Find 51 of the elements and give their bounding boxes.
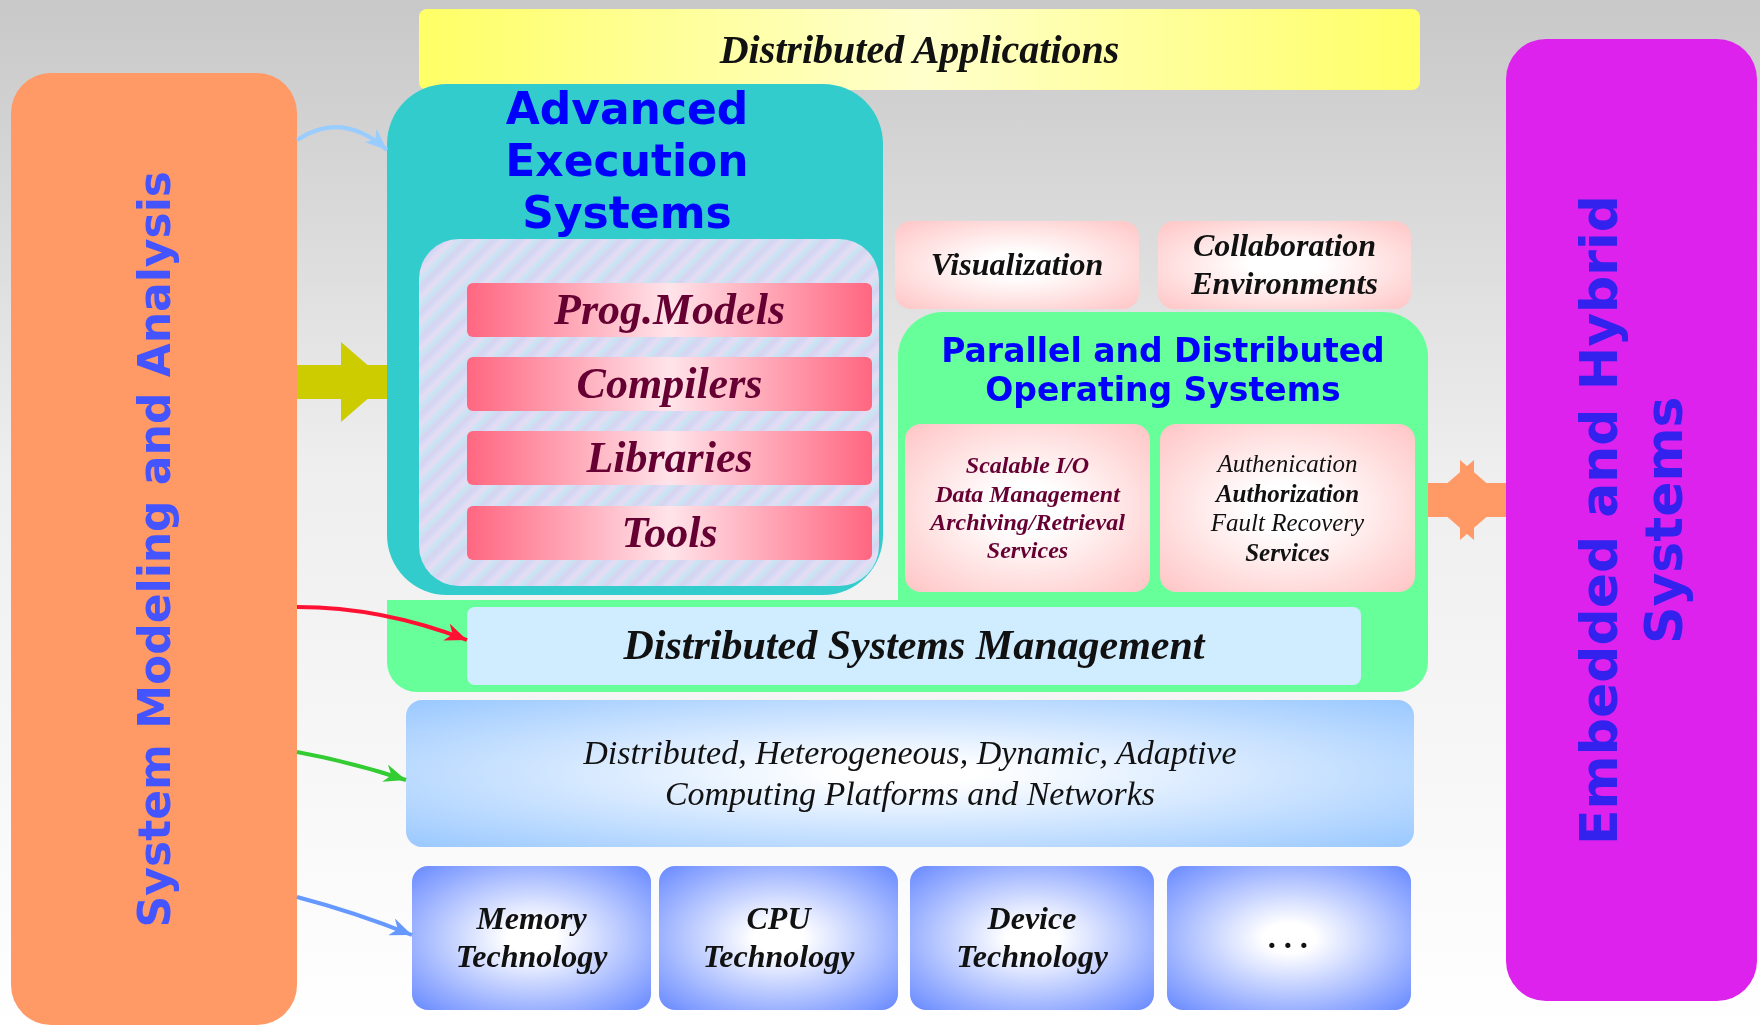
service-box xyxy=(1160,424,1415,592)
box-label: Authenication xyxy=(1217,449,1358,479)
box-label: Scalable I/O xyxy=(965,451,1090,480)
bar-label: Prog.Models xyxy=(554,284,785,336)
component-bar xyxy=(467,431,872,485)
box-label: Services xyxy=(986,536,1069,565)
service-box xyxy=(905,424,1150,592)
layer-box xyxy=(406,700,1414,847)
layer-title: Distributed Systems Management xyxy=(623,621,1205,671)
arrow xyxy=(295,125,389,152)
box-label: Device Technology xyxy=(955,900,1109,976)
bar-label: Libraries xyxy=(586,432,753,484)
layer-banner xyxy=(419,9,1420,90)
layer-box xyxy=(898,312,1428,600)
layer-bar xyxy=(467,607,1361,685)
bar-label: Tools xyxy=(621,507,718,559)
component-bar xyxy=(467,506,872,560)
box-label: Fault Recovery xyxy=(1210,508,1365,538)
box-label: Archiving/Retrieval xyxy=(930,508,1125,537)
service-box xyxy=(1158,221,1411,309)
side-banner xyxy=(11,73,297,1025)
panel-background xyxy=(419,239,879,586)
bar-label: Compilers xyxy=(576,358,763,410)
arrow xyxy=(297,342,387,422)
side-banner xyxy=(1506,39,1757,1001)
technology-box xyxy=(910,866,1154,1010)
component-bar xyxy=(467,283,872,337)
box-label: Data Management xyxy=(935,479,1120,508)
layer-box xyxy=(387,84,883,595)
arrow xyxy=(1428,460,1506,540)
layer-title: Advanced Execution Systems xyxy=(504,83,750,239)
layer-title: Distributed Applications xyxy=(719,25,1120,74)
arrow xyxy=(296,750,407,782)
box-label: Services xyxy=(1245,537,1330,567)
technology-box xyxy=(1167,866,1411,1010)
box-label: Collaboration Environments xyxy=(1190,227,1379,303)
layer-title: Parallel and Distributed Operating Systems xyxy=(940,332,1386,410)
component-bar xyxy=(467,357,872,411)
box-label: Memory Technology xyxy=(454,900,609,976)
box-label: Visualization xyxy=(930,246,1104,284)
banner-label: System Modeling and Analysis xyxy=(127,170,181,928)
banner-label: Embedded and Hybrid Systems xyxy=(1567,194,1695,847)
box-label: Authorization xyxy=(1215,478,1360,508)
arrow xyxy=(296,605,468,642)
box-label: CPU Technology xyxy=(701,900,856,976)
technology-box xyxy=(659,866,898,1010)
layer-title: Distributed, Heterogeneous, Dynamic, Adaptive Computing Platforms and Networks xyxy=(582,733,1238,814)
box-label: . . . xyxy=(1269,919,1309,957)
arrow xyxy=(296,895,413,937)
technology-box xyxy=(412,866,651,1010)
service-box xyxy=(895,221,1139,309)
